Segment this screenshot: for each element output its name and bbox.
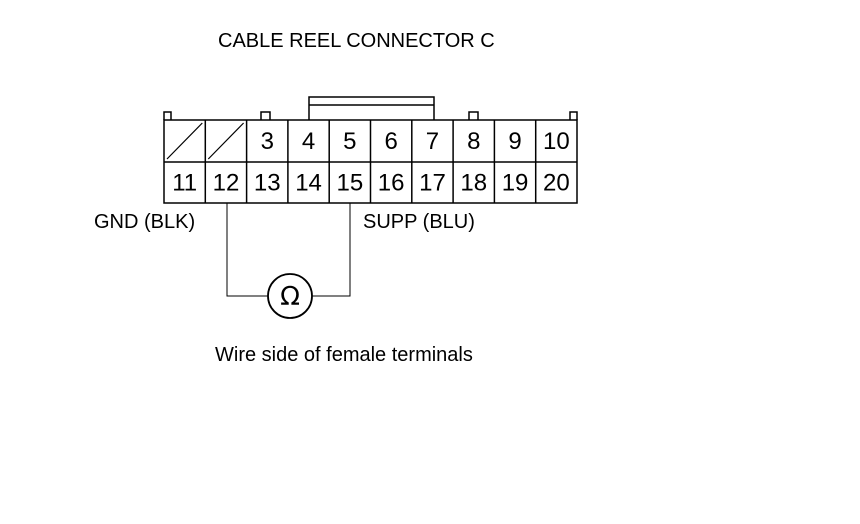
unused-cavity-slash bbox=[207, 122, 245, 160]
pin-number-15: 15 bbox=[336, 170, 363, 197]
pin-number-8: 8 bbox=[467, 128, 480, 155]
pin-number-10: 10 bbox=[543, 128, 570, 155]
latch-3 bbox=[260, 111, 271, 120]
unused-cavity-slash bbox=[166, 122, 203, 160]
pin-number-14: 14 bbox=[295, 170, 322, 197]
diagram-title: CABLE REEL CONNECTOR C bbox=[218, 30, 495, 52]
gnd-probe-label: GND (BLK) bbox=[94, 211, 196, 233]
supp-probe-wire bbox=[311, 203, 351, 297]
pin-number-16: 16 bbox=[378, 170, 405, 197]
pin-number-7: 7 bbox=[426, 128, 439, 155]
supp-probe-label: SUPP (BLU) bbox=[363, 211, 475, 233]
pin-number-9: 9 bbox=[508, 128, 521, 155]
pin-number-20: 20 bbox=[543, 170, 570, 197]
ohmmeter-icon: Ω bbox=[267, 273, 313, 319]
latch-8 bbox=[468, 111, 479, 120]
ohm-symbol: Ω bbox=[280, 282, 300, 312]
left-latch bbox=[163, 111, 172, 120]
pin-number-5: 5 bbox=[343, 128, 356, 155]
pin-number-11: 11 bbox=[172, 170, 197, 197]
pin-number-19: 19 bbox=[502, 170, 529, 197]
caption: Wire side of female terminals bbox=[215, 344, 473, 366]
test-circuit bbox=[226, 203, 351, 297]
pin-number-18: 18 bbox=[460, 170, 487, 197]
pin-number-17: 17 bbox=[419, 170, 446, 197]
pin-number-3: 3 bbox=[261, 128, 274, 155]
pin-number-13: 13 bbox=[254, 170, 281, 197]
pin-number-12: 12 bbox=[213, 170, 240, 197]
pin-number-4: 4 bbox=[302, 128, 315, 155]
lock-tab bbox=[308, 96, 435, 120]
right-latch bbox=[569, 111, 578, 120]
pin-grid: 3 4 5 6 7 8 9 10 11 12 13 14 15 16 17 18 19 20 bbox=[166, 120, 570, 203]
gnd-probe-wire bbox=[226, 203, 268, 297]
ohmmeter-circle bbox=[267, 273, 313, 319]
pin-number-6: 6 bbox=[384, 128, 397, 155]
